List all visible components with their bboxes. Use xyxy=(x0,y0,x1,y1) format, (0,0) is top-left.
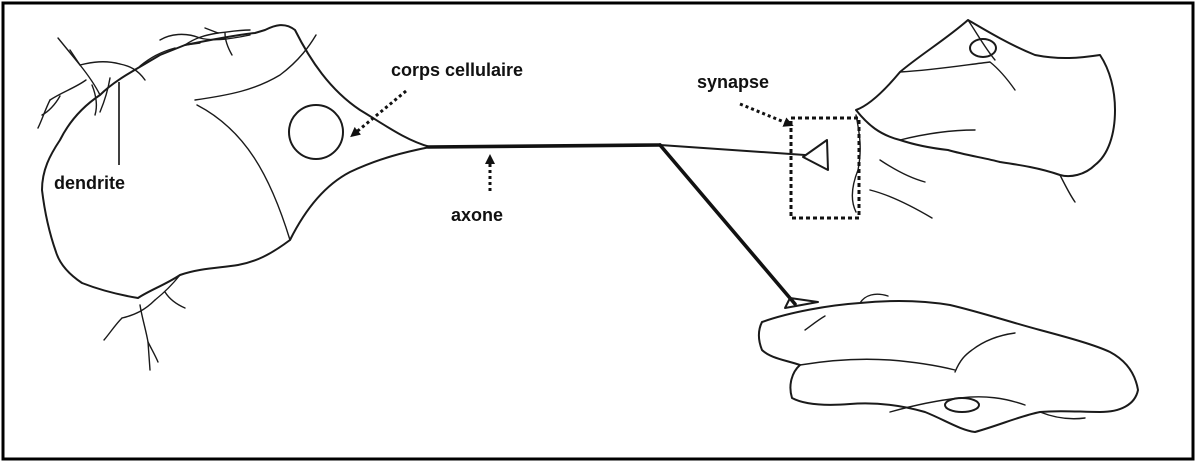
left-cell-body-outline xyxy=(42,25,430,298)
right-bottom-neuron xyxy=(759,294,1138,432)
right-top-dendrite xyxy=(880,160,925,182)
left-dendrites xyxy=(38,28,250,128)
dendrite-branch xyxy=(140,305,150,370)
diagram-border xyxy=(3,3,1193,459)
dendrite-branch xyxy=(58,38,80,65)
right-bottom-membrane-3 xyxy=(955,333,1015,372)
left-dendrites-bottom xyxy=(104,275,185,370)
left-cell-inner-membrane-2 xyxy=(197,105,290,240)
dendrite-branch xyxy=(218,30,250,33)
dendrite-branch xyxy=(80,62,120,65)
dendrite-branch xyxy=(70,50,100,95)
dendrite-branch xyxy=(104,318,122,340)
dendrite-branch xyxy=(100,78,110,112)
right-bottom-dendrite xyxy=(1040,412,1085,419)
upper-synaptic-terminal xyxy=(803,140,828,170)
right-top-dendrite xyxy=(870,190,932,218)
pointer-arrows xyxy=(354,91,789,191)
dendrite-branch xyxy=(205,28,218,33)
label-axone: axone xyxy=(451,205,503,225)
right-top-inner-membrane xyxy=(900,62,1015,90)
cell-body-pointer xyxy=(354,91,406,134)
right-top-dendrite xyxy=(1060,175,1075,202)
right-top-dendrite xyxy=(900,130,975,140)
lower-synaptic-terminal xyxy=(785,298,818,308)
right-bottom-nucleus xyxy=(945,398,979,412)
synapse-pointer xyxy=(740,104,789,124)
right-top-cell-outline xyxy=(856,20,1115,176)
label-synapse: synapse xyxy=(697,72,769,92)
dendrite-branch xyxy=(50,80,86,100)
dendrite-branch xyxy=(165,292,185,308)
axon-branch-lower xyxy=(660,145,795,304)
dendrite-branch xyxy=(122,300,155,318)
label-dendrite: dendrite xyxy=(54,173,125,193)
right-bottom-dendrite xyxy=(805,316,825,330)
axon-trunk xyxy=(428,145,660,147)
right-bottom-inner-membrane xyxy=(800,359,955,370)
right-top-neuron xyxy=(852,20,1115,218)
left-nucleus xyxy=(289,105,343,159)
left-cell-inner-membrane xyxy=(195,35,316,100)
axon-branch-upper xyxy=(660,145,805,155)
right-bottom-cell-outline xyxy=(759,301,1138,432)
left-neuron xyxy=(38,25,430,370)
label-corps-cellulaire: corps cellulaire xyxy=(391,60,523,80)
right-top-nucleus xyxy=(970,39,996,57)
